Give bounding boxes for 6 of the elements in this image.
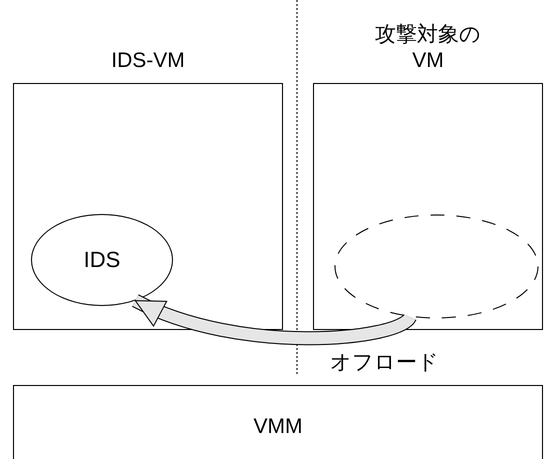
panel-heading: 攻撃対象のVM (374, 22, 482, 74)
node-label: IDS (84, 246, 120, 274)
curved-arrow (132, 294, 415, 346)
panel-heading: IDS-VM (110, 48, 186, 74)
layer-box (13, 385, 543, 459)
node-label: VMM (254, 414, 302, 440)
